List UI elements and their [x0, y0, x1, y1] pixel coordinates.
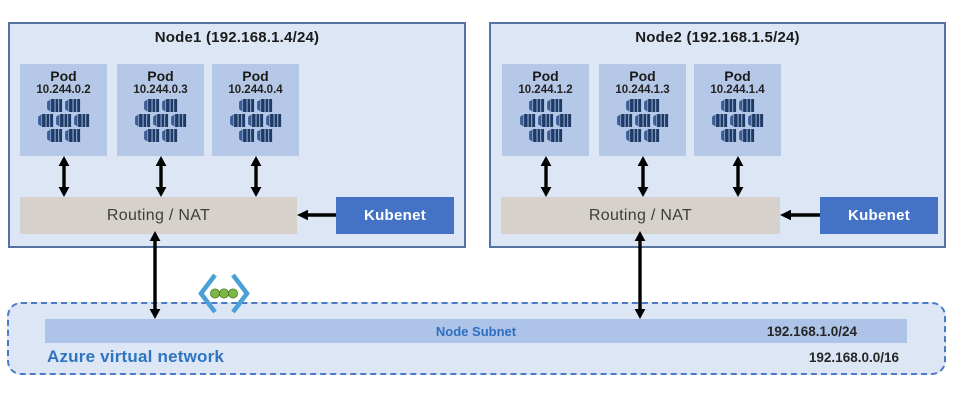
left-arrow: [780, 209, 820, 221]
node1-pod1-box: Pod 10.244.0.2: [20, 64, 107, 156]
node2-pod2-box: Pod 10.244.1.3: [599, 64, 686, 156]
pod-ip: 10.244.1.4: [710, 83, 765, 96]
pod-label: Pod: [242, 68, 269, 84]
double-headed-arrow: [730, 156, 746, 197]
left-arrow: [297, 209, 337, 221]
node1-routing-nat-bar: Routing / NAT: [20, 197, 297, 234]
azure-vnet-label: Azure virtual network: [47, 347, 225, 366]
pod-label: Pod: [629, 68, 656, 84]
double-headed-arrow: [632, 231, 648, 319]
pod-ip: 10.244.0.2: [36, 83, 91, 96]
double-headed-arrow: [635, 156, 651, 197]
container-cluster-icon: [227, 99, 284, 143]
node2-pod3-box: Pod 10.244.1.4: [694, 64, 781, 156]
container-cluster-icon: [709, 99, 766, 143]
container-cluster-icon: [614, 99, 671, 143]
azure-vnet-cidr: 192.168.0.0/16: [808, 350, 899, 365]
container-cluster-icon: [35, 99, 92, 143]
pod-ip: 10.244.1.3: [615, 83, 670, 96]
pod-label: Pod: [724, 68, 751, 84]
pod-label: Pod: [50, 68, 77, 84]
node-subnet-cidr: 192.168.1.0/24: [766, 323, 857, 339]
node1-kubenet-box: Kubenet: [336, 197, 454, 234]
container-cluster-icon: [132, 99, 189, 143]
node2-routing-nat-bar: Routing / NAT: [501, 197, 780, 234]
node2-kubenet-box: Kubenet: [820, 197, 938, 234]
node-subnet-bar: Node Subnet 192.168.1.0/24: [45, 319, 907, 343]
pod-label: Pod: [147, 68, 174, 84]
pod-label: Pod: [532, 68, 559, 84]
node-subnet-label: Node Subnet: [435, 323, 517, 339]
pod-ip: 10.244.1.2: [518, 83, 573, 96]
node1-pod3-box: Pod 10.244.0.4: [212, 64, 299, 156]
pod-ip: 10.244.0.4: [228, 83, 283, 96]
node2-pod1-box: Pod 10.244.1.2: [502, 64, 589, 156]
double-headed-arrow: [153, 156, 169, 197]
double-headed-arrow: [538, 156, 554, 197]
node2-box: Node2 (192.168.1.5/24) Pod 10.244.1.2 Po…: [489, 22, 946, 248]
node1-pod2-box: Pod 10.244.0.3: [117, 64, 204, 156]
pod-ip: 10.244.0.3: [133, 83, 188, 96]
container-cluster-icon: [517, 99, 574, 143]
double-headed-arrow: [248, 156, 264, 197]
node1-title: Node1 (192.168.1.4/24): [154, 29, 320, 46]
double-headed-arrow: [56, 156, 72, 197]
azure-vnet-box: Node Subnet 192.168.1.0/24 Azure virtual…: [7, 302, 946, 375]
node1-box: Node1 (192.168.1.4/24) Pod 10.244.0.2 Po…: [8, 22, 466, 248]
double-headed-arrow: [147, 231, 163, 319]
virtual-network-icon: [198, 273, 250, 314]
node2-title: Node2 (192.168.1.5/24): [635, 29, 800, 46]
